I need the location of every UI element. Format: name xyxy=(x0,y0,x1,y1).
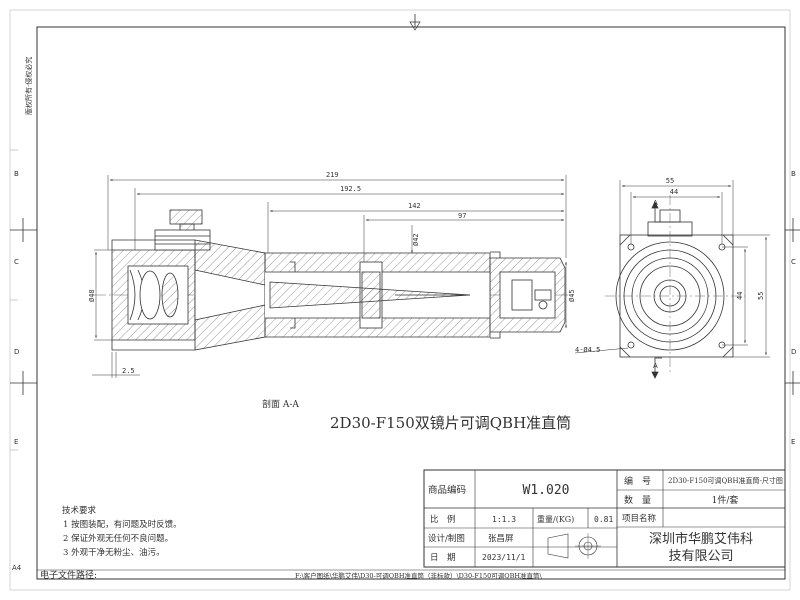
dim-44-right: 44 xyxy=(736,292,744,300)
zone-letter: E xyxy=(14,438,18,446)
date-value: 2023/11/1 xyxy=(482,553,526,562)
zone-letter: B xyxy=(14,170,19,178)
file-path: F:\客户图纸\华鹏艾伟\D30-可调QBH准直筒（非标款）\D30-F150可… xyxy=(295,571,543,580)
company-name-line1: 深圳市华鹏艾伟科 xyxy=(649,531,753,547)
dim-dia-48: Ø48 xyxy=(88,289,96,302)
qty-value: 1件/套 xyxy=(712,494,739,506)
end-view-dimensions xyxy=(574,180,770,358)
zone-letter: C xyxy=(14,258,19,266)
dim-dia-45: Ø45 xyxy=(568,289,576,302)
sheet-frame xyxy=(9,9,800,591)
copyright-notice: 版权所有·侵权必究 xyxy=(24,57,33,115)
zone-letter: B xyxy=(791,170,796,178)
tech-item: 1 按图装配，有问题及时反馈。 xyxy=(63,519,182,530)
main-title: 2D30-F150双镜片可调QBH准直筒 xyxy=(330,414,571,432)
project-label: 项目名称 xyxy=(622,513,657,524)
dim-97: 97 xyxy=(458,212,466,220)
zone-letter: C xyxy=(791,258,796,266)
section-mark-bottom: A xyxy=(653,362,658,370)
border-zone-letters: B C D E B C D E xyxy=(14,170,796,446)
section-label: 剖面 A-A xyxy=(262,398,299,410)
scale-value: 1:1.3 xyxy=(492,515,516,524)
qty-label: 数 量 xyxy=(624,494,651,506)
weight-value: 0.81 xyxy=(594,515,613,524)
end-view xyxy=(605,195,745,379)
designer-name: 张昌屏 xyxy=(488,534,514,544)
number-value: 2D30-F150可调QBH准直筒-尺寸图 xyxy=(668,476,783,485)
dim-2-5: 2.5 xyxy=(122,367,135,375)
design-label: 设计/制图 xyxy=(428,533,465,544)
tech-heading: 技术要求 xyxy=(62,505,97,516)
tech-item: 3 外观干净无粉尘、油污。 xyxy=(63,547,165,558)
dim-192-5: 192.5 xyxy=(340,185,361,193)
end-view-dimension-texts: 55 44 44 55 4-Ø4.5 A A xyxy=(575,177,765,370)
section-dimension-texts: 219 192.5 142 97 Ø48 Ø42 Ø45 2.5 xyxy=(88,171,576,375)
dim-142: 142 xyxy=(408,202,421,210)
tech-requirements: 技术要求 1 按图装配，有问题及时反馈。 2 保证外观无任何不良问题。 3 外观… xyxy=(62,505,182,558)
company-name-line2: 技有限公司 xyxy=(668,549,733,564)
file-path-label: 电子文件路径: xyxy=(40,569,97,581)
product-code-label: 商品编码 xyxy=(428,484,466,496)
dim-219: 219 xyxy=(326,171,339,179)
zone-letter: E xyxy=(791,438,795,446)
section-dimensions xyxy=(92,175,567,378)
section-mark-top: A xyxy=(653,199,658,207)
dim-44-top: 44 xyxy=(670,188,678,196)
paper-size: A4 xyxy=(12,564,22,572)
zone-letter: D xyxy=(791,348,796,356)
product-code: W1.020 xyxy=(523,483,570,498)
title-block xyxy=(423,469,786,568)
zone-letter: D xyxy=(14,348,19,356)
tech-item: 2 保证外观无任何不良问题。 xyxy=(63,533,173,544)
number-label: 编 号 xyxy=(624,475,651,487)
date-label: 日 期 xyxy=(430,553,456,563)
scale-label: 比 例 xyxy=(430,514,456,525)
dim-holes: 4-Ø4.5 xyxy=(575,346,600,354)
section-view xyxy=(92,209,575,351)
title-block-texts: 商品编码 W1.020 编 号 2D30-F150可调QBH准直筒-尺寸图 数 … xyxy=(428,475,783,564)
weight-label: 重量/(KG) xyxy=(537,514,574,524)
dim-55-top: 55 xyxy=(666,177,674,185)
dim-55-right: 55 xyxy=(757,292,765,300)
dim-dia-42: Ø42 xyxy=(412,233,420,246)
